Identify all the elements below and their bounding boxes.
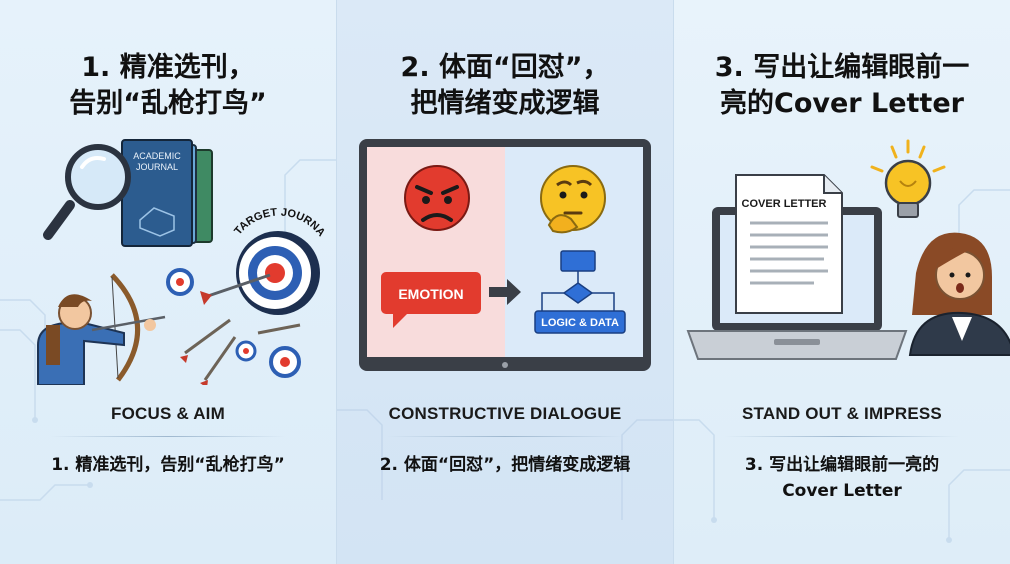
panel-subtitle: 3. 写出让编辑眼前一亮的 Cover Letter — [674, 452, 1010, 504]
monitor-icon — [359, 139, 651, 371]
title-line: 1. 精准选刊， — [81, 52, 255, 83]
journal-label: JOURNAL — [136, 162, 178, 172]
panel-subtitle: 1. 精准选刊，告别“乱枪打鸟” — [0, 452, 336, 478]
divider — [50, 436, 286, 437]
panel-title: 1. 精准选刊， 告别“乱枪打鸟” — [0, 50, 336, 122]
journal-label: ACADEMIC — [133, 151, 181, 161]
panel-focus-aim: 1. 精准选刊， 告别“乱枪打鸟” ACADEMIC JOURNAL — [0, 0, 336, 564]
panel-stand-out: 3. 写出让编辑眼前一 亮的Cover Letter COVER LETTER — [674, 0, 1010, 564]
panel-caption: STAND OUT & IMPRESS — [742, 404, 942, 423]
lightbulb-icon — [870, 139, 946, 218]
small-target-icon — [166, 268, 301, 378]
stray-arrow-icon — [184, 318, 301, 381]
panel-title: 3. 写出让编辑眼前一 亮的Cover Letter — [674, 50, 1010, 122]
title-line: 告别“乱枪打鸟” — [69, 88, 267, 119]
divider — [724, 436, 960, 437]
arrow-icon — [200, 273, 271, 305]
subtitle-line: 3. 写出让编辑眼前一亮的 — [744, 455, 940, 475]
panel-caption: FOCUS & AIM — [111, 404, 225, 423]
title-line: 2. 体面“回怼”， — [400, 52, 610, 83]
title-line: 3. 写出让编辑眼前一 — [714, 52, 970, 83]
panel-separator — [336, 0, 337, 564]
panel-subtitle: 2. 体面“回怼”，把情绪变成逻辑 — [337, 452, 673, 478]
journal-icon: ACADEMIC JOURNAL — [121, 139, 213, 247]
letter-label: COVER LETTER — [742, 198, 827, 210]
subtitle-line: Cover Letter — [782, 481, 902, 501]
title-line: 把情绪变成逻辑 — [410, 88, 600, 119]
panel-constructive-dialogue: 2. 体面“回怼”， 把情绪变成逻辑 — [337, 0, 673, 564]
thinking-face-icon — [540, 165, 606, 234]
subtitle-line: 1. 精准选刊，告别“乱枪打鸟” — [51, 455, 285, 475]
monitor-illustration: EMOTION LOGIC & DATA — [359, 139, 651, 371]
emotion-label: EMOTION — [398, 286, 463, 302]
cover-letter-illustration: COVER LETTER — [686, 139, 1010, 360]
archer-icon — [37, 273, 166, 385]
angry-face-icon — [404, 165, 470, 231]
woman-avatar-icon — [908, 232, 1010, 356]
emotion-bubble: EMOTION — [381, 272, 481, 328]
arrow-right-icon — [489, 279, 521, 305]
focus-illustration: ACADEMIC JOURNAL TARGET JOURNAL — [0, 125, 327, 385]
title-line: 亮的Cover Letter — [720, 88, 964, 119]
logic-label: LOGIC & DATA — [541, 317, 619, 329]
flowchart-icon: LOGIC & DATA — [534, 250, 626, 334]
cover-letter-page: COVER LETTER — [735, 174, 843, 314]
subtitle-line: 2. 体面“回怼”，把情绪变成逻辑 — [379, 455, 631, 475]
panel-separator — [673, 0, 674, 564]
panel-caption: CONSTRUCTIVE DIALOGUE — [388, 404, 622, 423]
circuit-background — [337, 409, 673, 520]
divider — [387, 436, 623, 437]
panel-title: 2. 体面“回怼”， 把情绪变成逻辑 — [337, 50, 673, 122]
magnifier-icon — [43, 144, 131, 240]
